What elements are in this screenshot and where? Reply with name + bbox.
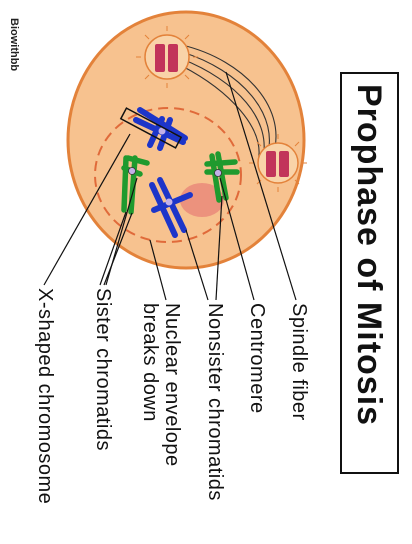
- nucleolus: [180, 183, 224, 217]
- x-shaped-box: [119, 107, 183, 149]
- chromosome-green-left: [121, 155, 150, 215]
- label-x-shaped-chromosome: X-shaped chromosome: [34, 288, 56, 505]
- centromere-green-right: [214, 169, 222, 177]
- page-title: Prophase of Mitosis: [350, 84, 388, 427]
- spindle-fibers: [181, 44, 277, 163]
- label-sister-chromatids: Sister chromatids: [92, 288, 114, 451]
- centromere-blue-bottom: [165, 198, 173, 206]
- nuclear-envelope: [94, 107, 242, 243]
- title-box: [340, 72, 399, 474]
- logo: Biowithbb: [8, 18, 20, 72]
- centromere-green-left: [128, 167, 136, 175]
- chromosome-green-right: [204, 151, 240, 203]
- label-breaks-down: breaks down: [139, 303, 161, 422]
- leader-lines: [43, 71, 297, 301]
- label-nonsister-chromatids: Nonsister chromatids: [204, 303, 226, 501]
- centrosome-top: [136, 26, 198, 88]
- centromere-blue-top: [158, 127, 166, 135]
- label-spindle-fiber: Spindle fiber: [288, 303, 310, 421]
- centrosome-bottom: [249, 134, 307, 192]
- label-centromere: Centromere: [246, 303, 268, 414]
- label-nuclear-envelope: Nuclear envelope: [161, 303, 183, 467]
